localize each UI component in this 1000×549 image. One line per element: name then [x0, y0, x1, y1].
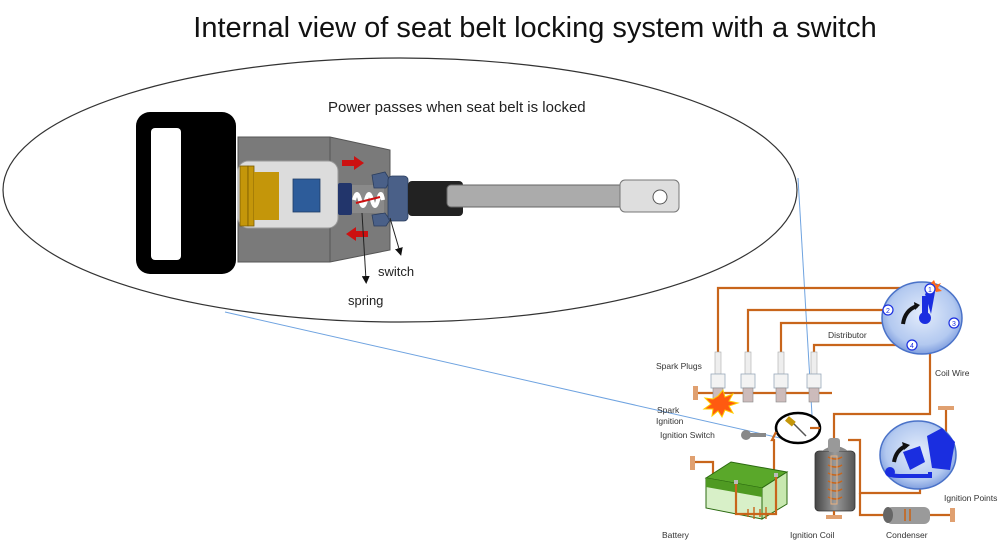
ignition-key-icon: [741, 430, 766, 440]
breaker-points: [885, 428, 955, 478]
ignition-system: 1 2 3 4: [656, 280, 997, 540]
arrow-left-icon: [346, 227, 368, 241]
callout-ellipse: [2, 57, 798, 323]
distributor-rotor: [901, 280, 942, 325]
callout-caption: Power passes when seat belt is locked: [328, 99, 586, 116]
spark-burst-icon: [702, 388, 740, 419]
spark-plugs-label: Spark Plugs: [656, 361, 702, 371]
plug-wire-1: [716, 286, 930, 352]
belt-anchor-plate: [619, 179, 680, 213]
spark-plug: [806, 351, 822, 403]
spark-plugs: [710, 351, 822, 403]
blue-block: [292, 178, 321, 213]
battery: [704, 461, 789, 520]
seat-belt-buckle: [136, 112, 680, 284]
spring: [352, 185, 385, 213]
terminal-4: 4: [910, 343, 914, 350]
spring-label: spring: [348, 293, 383, 308]
switch-body: [338, 183, 352, 215]
spark-plug: [773, 351, 789, 403]
battery-label: Battery: [662, 530, 690, 540]
connector-line: [224, 311, 781, 439]
spark-ignition-label: Spark: [657, 405, 680, 415]
switch-nut: [387, 175, 409, 222]
ignition-coil-label: Ignition Coil: [790, 530, 835, 540]
ignition-coil: [814, 438, 856, 519]
terminal-2: 2: [886, 308, 890, 315]
coil-wire: [832, 318, 932, 440]
terminal-1: 1: [928, 287, 932, 294]
spark-ignition-label-2: Ignition: [656, 416, 684, 426]
spark-plug: [740, 351, 756, 403]
gold-latch: [239, 165, 249, 227]
condenser-label: Condenser: [886, 530, 928, 540]
plug-wire-4: [812, 343, 912, 352]
terminal-3: 3: [952, 321, 956, 328]
ignition-switch-label: Ignition Switch: [660, 430, 715, 440]
spark-plug: [710, 351, 726, 403]
ignition-points-label: Ignition Points: [944, 493, 997, 503]
distributor-terminals: 1 2 3 4: [882, 283, 960, 351]
belt-strap: [446, 184, 633, 208]
coil-wire-label: Coil Wire: [935, 368, 970, 378]
arrow-right-icon: [342, 156, 364, 170]
diagram-title: Internal view of seat belt locking syste…: [193, 12, 877, 44]
plug-wire-2: [746, 308, 888, 352]
switch-label: switch: [378, 264, 414, 279]
condenser: [883, 507, 930, 524]
distributor-label: Distributor: [828, 330, 867, 340]
